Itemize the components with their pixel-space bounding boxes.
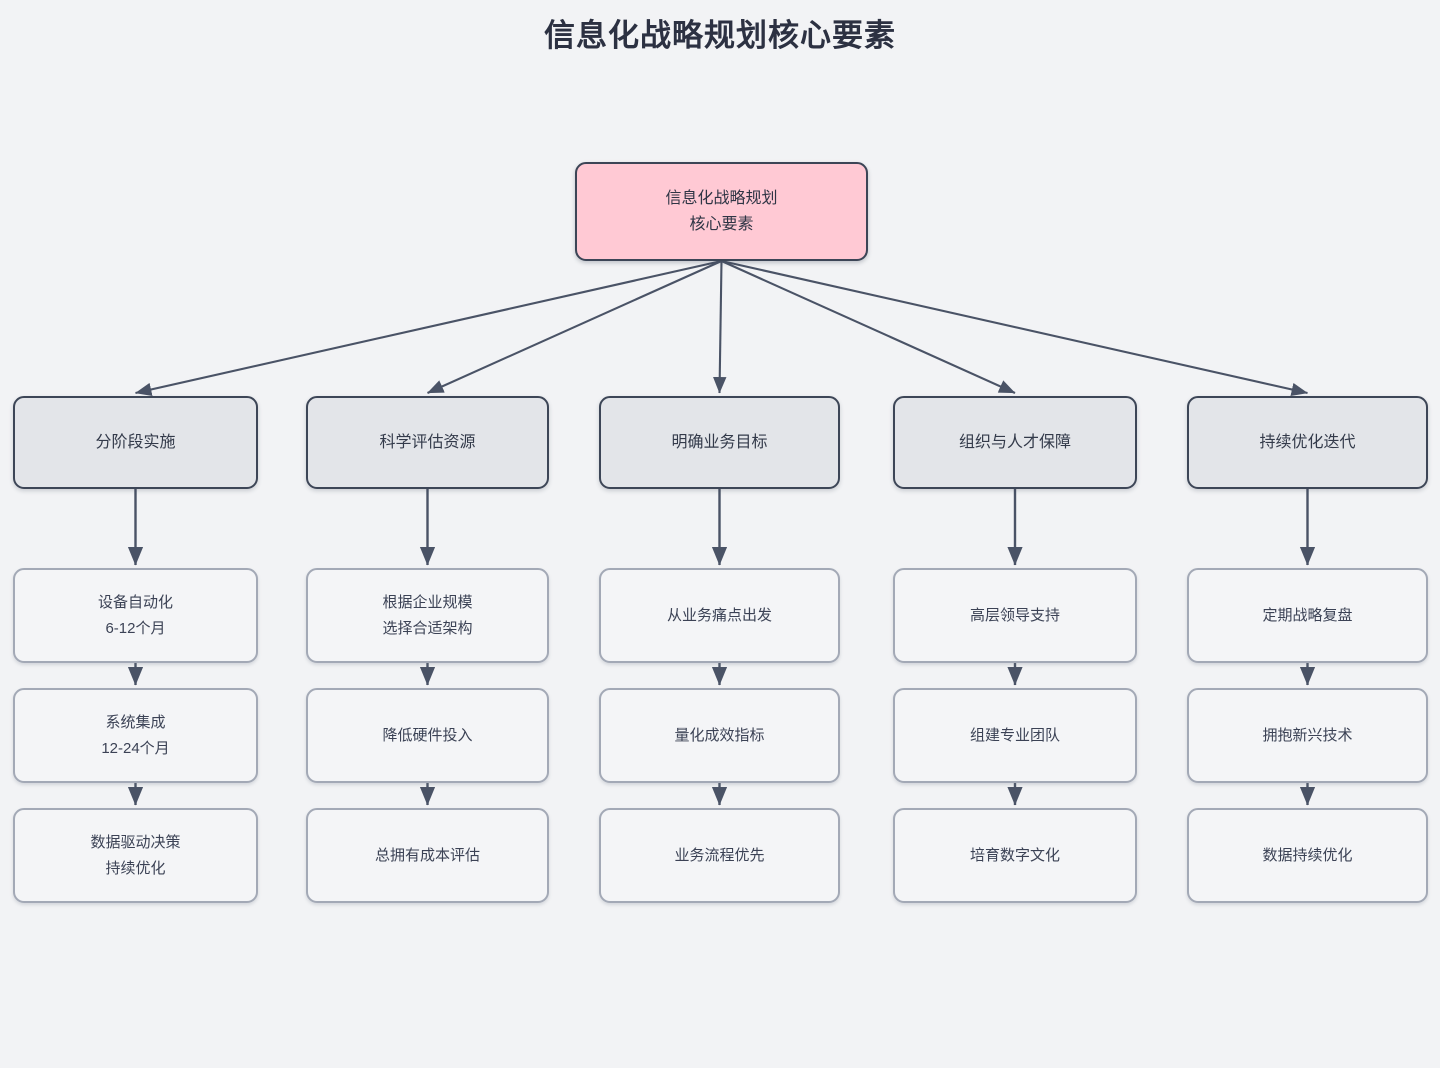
node-leaf-5-1-label: 定期战略复盘 (1262, 606, 1353, 624)
edge-root-to-branch-5 (721, 259, 1308, 397)
node-branch-5[interactable]: 持续优化迭代 (1187, 396, 1428, 489)
node-branch-3-label: 明确业务目标 (671, 433, 768, 451)
edge-root-to-branch-3 (713, 260, 727, 394)
node-leaf-3-2[interactable]: 量化成效指标 (599, 688, 840, 783)
page-title: 信息化战略规划核心要素 (544, 18, 896, 53)
node-leaf-4-1[interactable]: 高层领导支持 (893, 568, 1137, 663)
node-leaf-4-2-label: 组建专业团队 (969, 726, 1060, 744)
node-leaf-2-3[interactable]: 总拥有成本评估 (306, 808, 549, 903)
node-leaf-3-3[interactable]: 业务流程优先 (599, 808, 840, 903)
node-leaf-1-2-label: 系统集成 12-24个月 (101, 713, 170, 757)
node-leaf-5-2-label: 拥抱新兴技术 (1262, 726, 1353, 744)
node-root-label: 信息化战略规划 核心要素 (665, 189, 778, 233)
node-leaf-2-2-label: 降低硬件投入 (382, 726, 473, 744)
node-branch-1-label: 分阶段实施 (95, 433, 176, 451)
node-leaf-3-1-label: 从业务痛点出发 (666, 606, 772, 624)
node-branch-4[interactable]: 组织与人才保障 (893, 396, 1137, 489)
node-leaf-2-3-label: 总拥有成本评估 (374, 846, 480, 864)
node-branch-3[interactable]: 明确业务目标 (599, 396, 840, 489)
node-leaf-2-1[interactable]: 根据企业规模 选择合适架构 (306, 568, 549, 663)
node-branch-2-label: 科学评估资源 (379, 433, 476, 451)
node-branch-2[interactable]: 科学评估资源 (306, 396, 549, 489)
node-leaf-4-3-label: 培育数字文化 (969, 846, 1060, 864)
node-root[interactable]: 信息化战略规划 核心要素 (575, 162, 868, 261)
root-to-branch-edges (135, 259, 1308, 397)
node-leaf-1-1[interactable]: 设备自动化 6-12个月 (13, 568, 258, 663)
node-leaf-5-3-label: 数据持续优化 (1262, 846, 1353, 864)
edge-root-to-branch-4 (721, 260, 1016, 394)
node-branch-1[interactable]: 分阶段实施 (13, 396, 258, 489)
node-leaf-5-3[interactable]: 数据持续优化 (1187, 808, 1428, 903)
branch-to-leaf-edges (127, 489, 1316, 566)
node-leaf-4-3[interactable]: 培育数字文化 (893, 808, 1137, 903)
node-leaf-4-2[interactable]: 组建专业团队 (893, 688, 1137, 783)
edge-root-to-branch-1 (135, 259, 722, 397)
node-leaf-2-2[interactable]: 降低硬件投入 (306, 688, 549, 783)
node-leaf-1-2[interactable]: 系统集成 12-24个月 (13, 688, 258, 783)
node-leaf-2-1-label: 根据企业规模 选择合适架构 (382, 593, 473, 637)
node-branch-4-label: 组织与人才保障 (958, 433, 1071, 451)
node-leaf-3-2-label: 量化成效指标 (674, 726, 765, 744)
node-leaf-1-3-label: 数据驱动决策 持续优化 (90, 833, 181, 877)
node-leaf-3-1[interactable]: 从业务痛点出发 (599, 568, 840, 663)
node-leaf-4-1-label: 高层领导支持 (969, 606, 1060, 624)
node-leaf-3-3-label: 业务流程优先 (674, 846, 765, 864)
edge-root-to-branch-2 (427, 260, 722, 394)
node-leaf-1-1-label: 设备自动化 6-12个月 (97, 593, 173, 637)
node-branch-5-label: 持续优化迭代 (1259, 433, 1356, 451)
node-leaf-5-1[interactable]: 定期战略复盘 (1187, 568, 1428, 663)
node-leaf-5-2[interactable]: 拥抱新兴技术 (1187, 688, 1428, 783)
node-leaf-1-3[interactable]: 数据驱动决策 持续优化 (13, 808, 258, 903)
